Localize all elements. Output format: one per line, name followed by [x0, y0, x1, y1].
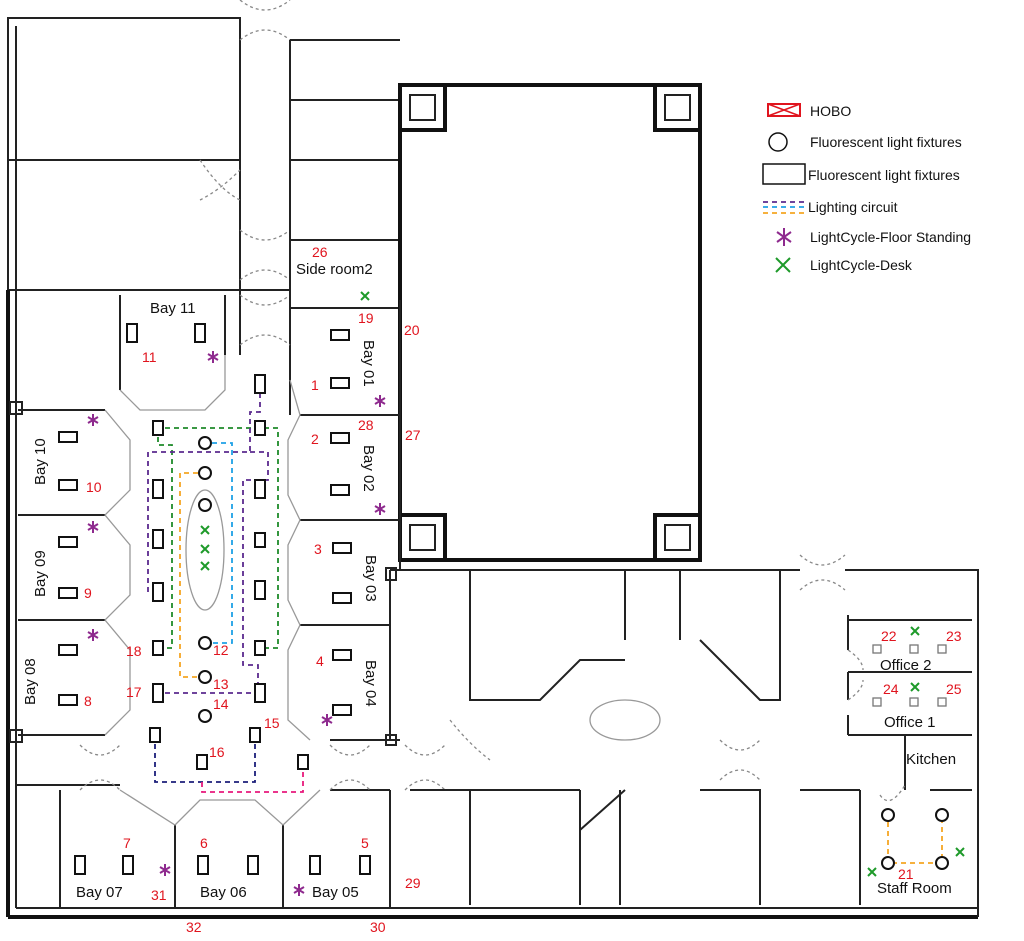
floor-standing-markers: [87, 351, 386, 896]
hobo-label: 15: [264, 715, 280, 731]
hobo-icon: [767, 103, 801, 117]
room-label-bay01: Bay 01: [360, 340, 377, 387]
hobo-label: 9: [84, 585, 92, 601]
hobo-labels: 1 2 3 4 5 6 7 8 9 10 11 12 13 14 15 16 1…: [84, 244, 962, 935]
hobo-label: 25: [946, 681, 962, 697]
rect-fixtures: [58, 323, 371, 875]
room-label-staff-room: Staff Room: [877, 880, 952, 897]
hobo-label: 27: [405, 427, 421, 443]
room-label-side-room2: Side room2: [296, 261, 373, 278]
hobo-label: 11: [142, 349, 157, 365]
hobo-label: 17: [126, 684, 142, 700]
room-label-office1: Office 1: [884, 714, 935, 731]
legend-label: HOBO: [810, 103, 851, 119]
hobo-label: 8: [84, 693, 92, 709]
room-labels: Bay 11 Side room2 Bay 01 Bay 02 Bay 03 B…: [22, 261, 956, 901]
room-label-bay06: Bay 06: [200, 884, 247, 901]
room-label-office2: Office 2: [880, 657, 931, 674]
hobo-label: 20: [404, 322, 420, 338]
room-label-bay10: Bay 10: [32, 438, 49, 485]
office-fixtures: [872, 644, 947, 707]
room-label-bay09: Bay 09: [32, 550, 49, 597]
legend-label: Lighting circuit: [808, 199, 898, 215]
hobo-label: 14: [213, 696, 229, 712]
hobo-label: 7: [123, 835, 131, 851]
room-label-bay04: Bay 04: [362, 660, 379, 707]
room-label-bay08: Bay 08: [22, 658, 39, 705]
circle-fixtures: [198, 436, 949, 870]
hobo-label: 24: [883, 681, 899, 697]
hobo-label: 10: [86, 479, 102, 495]
center-table: [185, 489, 225, 611]
hobo-label: 31: [151, 887, 167, 903]
hobo-label: 1: [311, 377, 319, 393]
hobo-label: 13: [213, 676, 229, 692]
hobo-label: 23: [946, 628, 962, 644]
legend-label: Fluorescent light fixtures: [808, 167, 960, 183]
hobo-label: 22: [881, 628, 897, 644]
hobo-label: 30: [370, 919, 386, 935]
hobo-label: 32: [186, 919, 202, 935]
hobo-label: 3: [314, 541, 322, 557]
hobo-label: 29: [405, 875, 421, 891]
lighting-circuits: [147, 393, 943, 864]
hobo-label: 28: [358, 417, 374, 433]
legend-label: LightCycle-Floor Standing: [810, 229, 971, 245]
asterisk-icon: [776, 228, 792, 246]
walls: [6, 0, 979, 919]
room-label-bay07: Bay 07: [76, 884, 123, 901]
desk-markers: [200, 291, 965, 877]
legend: HOBO Fluorescent light fixtures Fluoresc…: [762, 103, 971, 273]
hobo-label: 5: [361, 835, 369, 851]
room-label-bay05: Bay 05: [312, 884, 359, 901]
hobo-label: 2: [311, 431, 319, 447]
x-mark-icon: [775, 257, 791, 273]
room-label-bay02: Bay 02: [360, 445, 377, 492]
hobo-label: 26: [312, 244, 328, 260]
hobo-label: 18: [126, 643, 142, 659]
legend-label: Fluorescent light fixtures: [810, 134, 962, 150]
circle-fixture-icon: [768, 132, 788, 152]
room-label-kitchen: Kitchen: [906, 751, 956, 768]
hobo-label: 6: [200, 835, 208, 851]
hobo-label: 12: [213, 642, 229, 658]
room-label-bay03: Bay 03: [362, 555, 379, 602]
room-label-bay11: Bay 11: [150, 300, 196, 317]
dashed-lines-icon: [763, 201, 805, 214]
rect-fixture-icon: [762, 163, 806, 185]
hobo-label: 16: [209, 744, 225, 760]
legend-label: LightCycle-Desk: [810, 257, 913, 273]
hobo-label: 19: [358, 310, 374, 326]
hobo-label: 21: [898, 866, 914, 882]
hobo-label: 4: [316, 653, 324, 669]
